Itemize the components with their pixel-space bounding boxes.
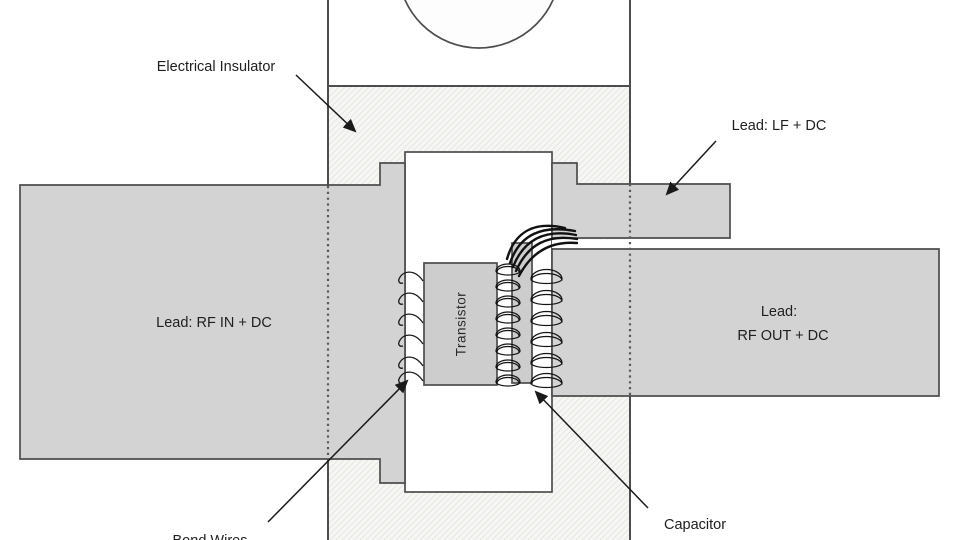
lead-gap-band (552, 239, 630, 248)
electrical-insulator-leader (295, 74, 357, 133)
lead-lf-leader (665, 140, 717, 196)
transistor-body (423, 262, 498, 386)
lead-rf-out-label-line2: RF OUT + DC (737, 328, 828, 344)
bond-wires-leader (267, 379, 409, 523)
capacitor-leader (534, 390, 649, 509)
lead-rf-out-label-line1: Lead: (761, 304, 797, 320)
annotation-bond-wires: Bond Wires (173, 379, 409, 540)
lead-lf-label: Lead: LF + DC (732, 118, 827, 134)
bond-wires-transistor-capacitor (495, 263, 521, 387)
capacitor-label: Capacitor (664, 517, 726, 533)
electrical-insulator-label: Electrical Insulator (157, 59, 276, 75)
lead-rf-out-shape (551, 248, 940, 397)
wire-bundle-to-lf-lead (505, 224, 579, 278)
lead-rf-in-label: Lead: RF IN + DC (156, 315, 272, 331)
transistor-label: Transistor (454, 292, 469, 357)
annotation-capacitor: Capacitor (534, 390, 726, 533)
mounting-hole (404, 0, 554, 49)
bond-wires-label: Bond Wires (173, 533, 248, 540)
annotation-electrical-insulator: Electrical Insulator (157, 59, 357, 133)
lead-rf-in-shape (19, 162, 406, 484)
bond-wires-capacitor-lead (530, 268, 563, 389)
lead-rf-out-label: Lead: RF OUT + DC (737, 304, 828, 344)
annotation-lead-lf: Lead: LF + DC (665, 118, 827, 196)
transistor: Transistor (423, 262, 498, 386)
